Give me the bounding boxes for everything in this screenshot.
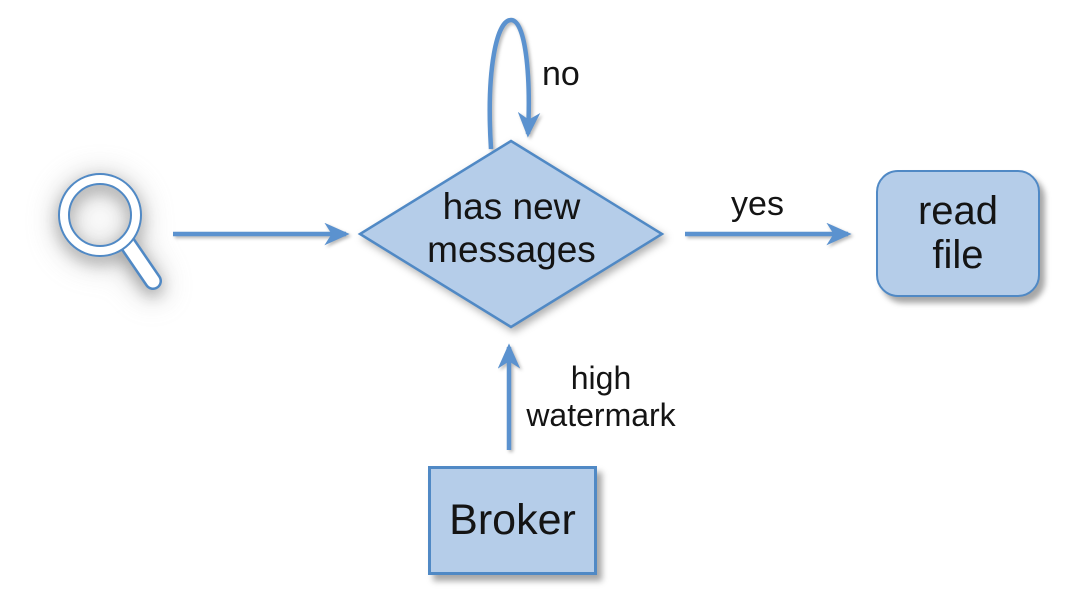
magnifier-search-icon xyxy=(58,173,162,290)
decision-node-label: has new messages xyxy=(427,186,596,270)
decision-diamond-shape xyxy=(357,139,665,329)
no-edge-label: no xyxy=(542,55,580,93)
broker-node: Broker xyxy=(428,466,597,575)
read-file-node-label: read file xyxy=(917,189,999,277)
broker-node-label: Broker xyxy=(449,496,576,544)
high-watermark-edge-label: high watermark xyxy=(526,360,676,434)
diagram-arrows xyxy=(173,17,852,450)
yes-edge-label: yes xyxy=(731,185,784,223)
arrow-no-self-loop xyxy=(487,17,541,150)
read-file-node: read file xyxy=(876,170,1040,297)
